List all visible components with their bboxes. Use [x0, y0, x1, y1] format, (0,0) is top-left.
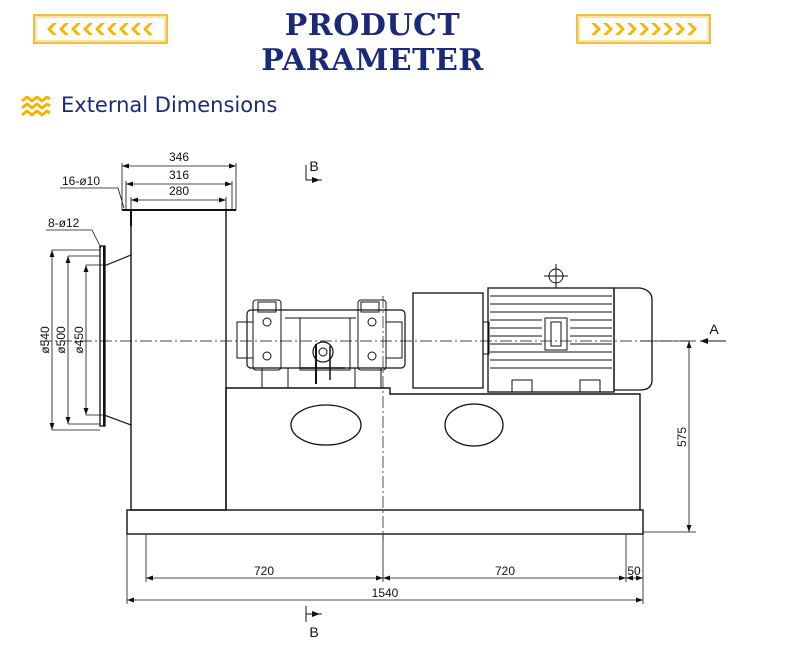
coupling-guard [412, 292, 484, 389]
dim-316: 316 [169, 168, 189, 182]
inlet-cone [103, 254, 132, 426]
fan-housing [130, 209, 227, 511]
holes-top-label: 16-ø10 [62, 174, 100, 188]
frame-opening-left [290, 404, 362, 446]
frame-opening-right [444, 403, 504, 447]
span-right-label: 720 [495, 564, 515, 578]
span-end-label: 50 [627, 564, 641, 578]
base-plate [126, 509, 644, 535]
dimension-bottom [126, 534, 644, 604]
total-length-label: 1540 [372, 586, 399, 600]
dimension-height [640, 340, 696, 533]
section-title: External Dimensions [61, 93, 278, 117]
motor [487, 264, 653, 393]
dim-346: 346 [169, 150, 189, 164]
dia-450-label: ø450 [72, 326, 86, 354]
bearing-box [236, 299, 406, 389]
pedestal-frame [225, 387, 641, 510]
view-a-label: A [709, 321, 719, 337]
span-left-label: 720 [254, 564, 274, 578]
view-b-bottom-label: B [309, 624, 318, 640]
motor-fins [490, 295, 612, 369]
dimension-top [60, 163, 237, 210]
dia-500-label: ø500 [54, 326, 68, 354]
banner-left-decoration [33, 14, 168, 44]
holes-flange-label: 8-ø12 [48, 216, 80, 230]
view-b-top-label: B [309, 158, 318, 174]
dia-540-label: ø540 [38, 326, 52, 354]
banner-right-decoration [576, 14, 711, 44]
dimension-left [46, 229, 104, 431]
dim-280: 280 [169, 184, 189, 198]
banner-title: PRODUCT PARAMETER [261, 8, 484, 78]
height-575-label: 575 [675, 427, 689, 447]
wave-icon [21, 96, 51, 117]
